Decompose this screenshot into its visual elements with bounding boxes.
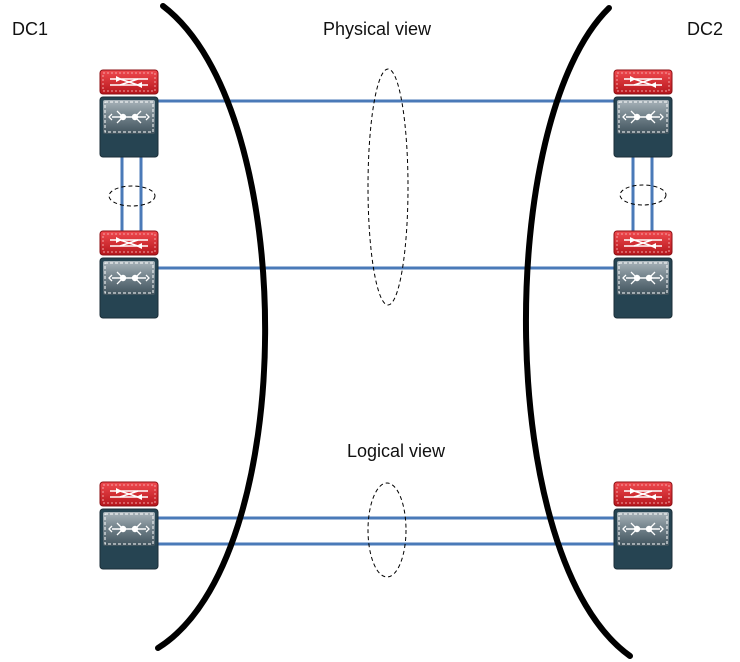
dc2-boundary-curve — [523, 5, 633, 659]
router-icon — [613, 230, 673, 256]
logical-bundle-ellipse — [367, 482, 407, 578]
switch-icon — [613, 257, 673, 319]
switch-icon — [99, 508, 159, 570]
logical-links — [158, 516, 614, 546]
physical-links — [158, 99, 614, 270]
router-icon — [99, 481, 159, 507]
physical-bundle-ellipse — [367, 68, 409, 306]
switch-icon — [99, 96, 159, 158]
router-icon — [613, 69, 673, 95]
router-icon — [99, 230, 159, 256]
dc2-interconnect — [631, 156, 654, 231]
dc2-label: DC2 — [687, 19, 723, 39]
switch-icon — [613, 96, 673, 158]
physical-view-label: Physical view — [323, 19, 432, 39]
dc1-label: DC1 — [12, 19, 48, 39]
dc1-bundle-ellipse — [108, 185, 156, 207]
router-icon — [613, 481, 673, 507]
switch-icon — [99, 257, 159, 319]
dc2-bundle-ellipse — [619, 184, 667, 206]
dc1-boundary-curve — [155, 3, 269, 651]
dc1-interconnect — [120, 156, 143, 231]
router-icon — [99, 69, 159, 95]
logical-view-label: Logical view — [347, 441, 446, 461]
switch-icon — [613, 508, 673, 570]
